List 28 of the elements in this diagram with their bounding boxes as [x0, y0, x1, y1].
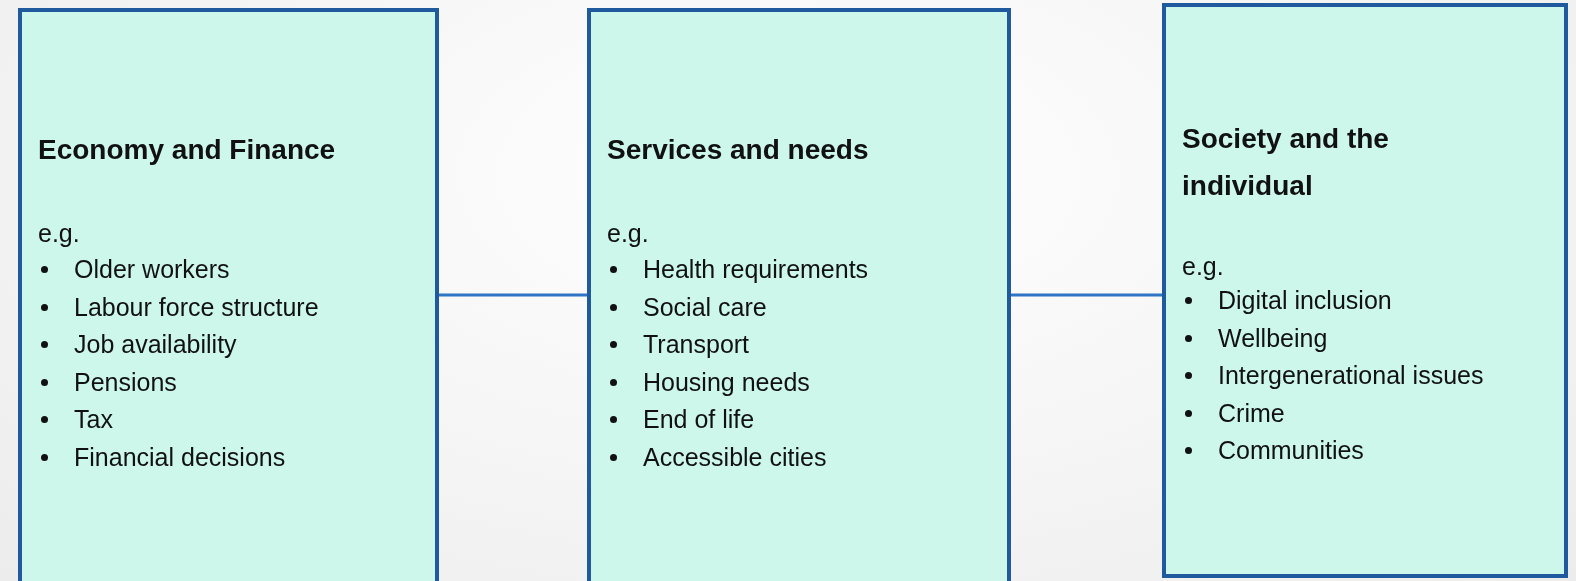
bullet-item: Transport	[607, 326, 869, 364]
category-box	[587, 8, 1011, 581]
bullet-item: Digital inclusion	[1182, 282, 1484, 320]
bullet-item: Housing needs	[607, 363, 869, 402]
bullet-item: Pensions	[38, 363, 319, 402]
bullet-item: Health requirements	[607, 251, 869, 289]
bullet-item: Tax	[38, 401, 319, 439]
connector-line	[439, 293, 587, 297]
bullet-item: Communities	[1182, 432, 1484, 470]
bullet-item: Crime	[1182, 394, 1484, 433]
bullet-item: Wellbeing	[1182, 319, 1484, 358]
box-heading: Services and needs	[607, 133, 870, 167]
example-label: e.g.	[38, 218, 80, 248]
box-heading: Economy and Finance	[38, 133, 337, 167]
category-box	[1162, 3, 1568, 578]
bullet-item: End of life	[607, 401, 869, 439]
box-heading: Society and the individual	[1182, 122, 1390, 203]
bullet-item: Intergenerational issues	[1182, 357, 1484, 395]
bullet-item: Accessible cities	[607, 438, 869, 477]
category-box	[18, 8, 439, 581]
bullet-item: Social care	[607, 288, 869, 327]
example-label: e.g.	[607, 218, 649, 248]
bullet-item: Job availability	[38, 326, 319, 364]
bullet-item: Older workers	[38, 251, 319, 289]
bullet-item: Labour force structure	[38, 288, 319, 327]
connector-line	[1011, 293, 1162, 297]
example-label: e.g.	[1182, 251, 1224, 281]
bullet-item: Financial decisions	[38, 438, 319, 477]
